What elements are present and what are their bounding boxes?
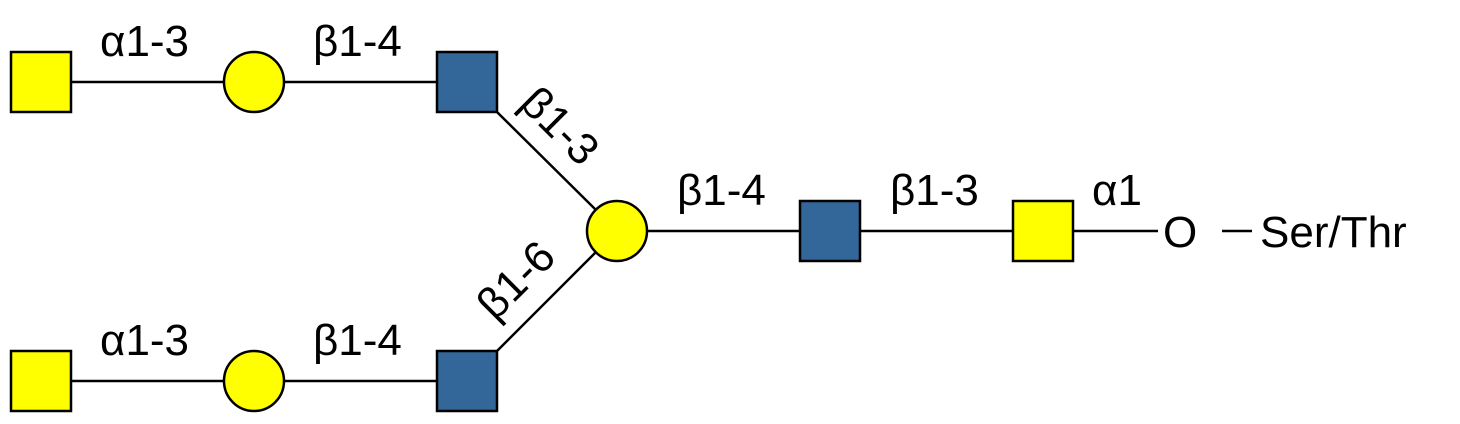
link-upper-core — [496, 111, 597, 211]
linkage-label: β1-3 — [511, 77, 609, 175]
glcnac-square-upper — [435, 50, 499, 114]
amino-acid-label: Ser/Thr — [1260, 208, 1407, 257]
gal-circle-upper — [222, 50, 286, 114]
glcnac-square-lower — [435, 349, 499, 413]
linkage-label: α1-3 — [100, 17, 189, 66]
glcnac-square-core — [798, 199, 862, 263]
linkage-label: β1-4 — [677, 166, 766, 215]
linkage-label: β1-4 — [313, 17, 402, 66]
linkage-label: α1-3 — [100, 316, 189, 365]
oxygen-label: O — [1163, 208, 1197, 257]
galnac-square-core — [1011, 199, 1075, 263]
linkage-label: α1 — [1092, 166, 1142, 215]
galnac-square-upper — [9, 50, 73, 114]
gal-circle-lower — [222, 349, 286, 413]
galnac-square-lower — [9, 349, 73, 413]
gal-circle-core — [585, 199, 649, 263]
link-lower-core — [496, 251, 597, 352]
linkage-label: β1-4 — [313, 316, 402, 365]
linkage-label: β1-6 — [467, 232, 565, 330]
linkage-label: β1-3 — [890, 166, 979, 215]
